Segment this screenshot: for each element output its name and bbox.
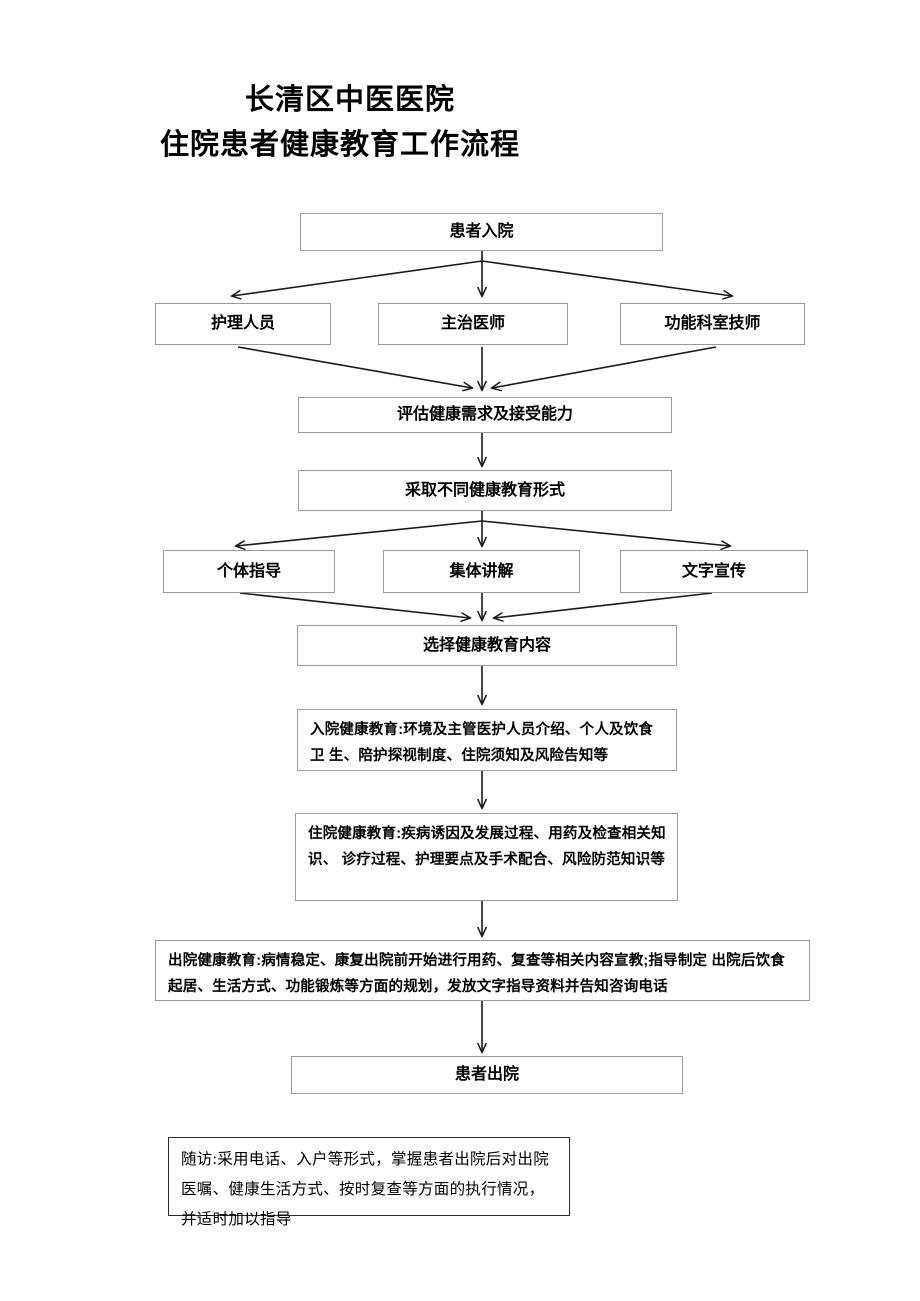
edge-written-to-select [494, 592, 713, 618]
node-functional-department-technician[interactable]: 功能科室技师 [620, 303, 805, 345]
edge-forms-to-written [481, 520, 730, 546]
node-functional-department-technician-label: 功能科室技师 [664, 315, 761, 333]
node-select-education-content[interactable]: 选择健康教育内容 [297, 625, 677, 666]
edge-nursing-to-assess [237, 346, 472, 388]
edge-individual-to-select [239, 592, 470, 618]
node-written-promotion[interactable]: 文字宣传 [620, 550, 808, 593]
node-patient-discharge-label: 患者出院 [454, 1066, 519, 1084]
node-inpatient-education[interactable]: 住院健康教育:疾病诱因及发展过程、用药及检查相关知识、 诊疗过程、护理要点及手术… [295, 813, 678, 901]
edge-admission-to-nursing [232, 260, 483, 296]
node-patient-admission[interactable]: 患者入院 [300, 213, 663, 251]
node-written-promotion-label: 文字宣传 [681, 562, 746, 580]
edge-technician-to-assess [492, 346, 717, 388]
edge-forms-to-individual [236, 520, 483, 546]
node-patient-discharge[interactable]: 患者出院 [291, 1056, 683, 1094]
document-title: 长清区中医医院 住院患者健康教育工作流程 [0, 78, 920, 168]
title-line-hospital: 长清区中医医院 [245, 84, 456, 116]
node-assess-needs[interactable]: 评估健康需求及接受能力 [298, 397, 672, 433]
node-patient-admission-label: 患者入院 [449, 223, 514, 241]
node-nursing-staff[interactable]: 护理人员 [155, 303, 331, 345]
node-discharge-education[interactable]: 出院健康教育:病情稳定、康复出院前开始进行用药、复查等相关内容宣教;指导制定 出… [155, 940, 810, 1001]
node-assess-needs-label: 评估健康需求及接受能力 [396, 406, 573, 424]
node-individual-guidance-label: 个体指导 [216, 562, 281, 580]
node-nursing-staff-label: 护理人员 [210, 315, 275, 333]
node-admission-education[interactable]: 入院健康教育:环境及主管医护人员介绍、个人及饮食卫 生、陪护探视制度、住院须知及… [297, 709, 677, 771]
node-education-forms-label: 采取不同健康教育形式 [404, 481, 565, 499]
node-group-lecture-label: 集体讲解 [449, 562, 514, 580]
node-followup[interactable]: 随访:采用电话、入户等形式，掌握患者出院后对出院医嘱、健康生活方式、按时复查等方… [168, 1137, 570, 1228]
node-attending-physician-label: 主治医师 [440, 315, 505, 333]
node-select-education-content-label: 选择健康教育内容 [422, 636, 551, 654]
title-line-process: 住院患者健康教育工作流程 [160, 129, 521, 161]
node-group-lecture[interactable]: 集体讲解 [383, 550, 580, 593]
node-attending-physician[interactable]: 主治医师 [378, 303, 568, 345]
node-education-forms[interactable]: 采取不同健康教育形式 [298, 470, 672, 511]
node-individual-guidance[interactable]: 个体指导 [163, 550, 335, 593]
edge-admission-to-technician [481, 260, 732, 296]
